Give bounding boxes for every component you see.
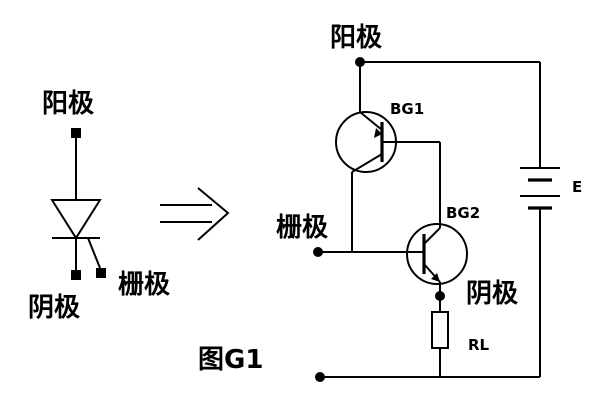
battery: [520, 167, 560, 210]
figure-caption: 图G1: [198, 345, 263, 375]
bg2-body: [406, 223, 468, 285]
symbol-cathode-terminal: [71, 270, 81, 280]
equivalence-arrow: [160, 187, 230, 241]
bg1-collector: [351, 153, 383, 173]
symbol-gate-terminal: [96, 268, 106, 278]
thyristor-symbol: 阳极 栅极 阴极: [28, 89, 171, 323]
bg2-emitter-arrow: [431, 273, 440, 282]
symbol-gate-label: 栅极: [118, 269, 171, 300]
circuit-cathode-label: 阴极: [466, 279, 519, 309]
diode-triangle: [50, 199, 102, 240]
bg1-label: BG1: [390, 100, 424, 118]
transistor-bg2: [406, 223, 468, 285]
resistor-label: RL: [468, 336, 490, 354]
symbol-anode-label: 阳极: [42, 89, 95, 119]
bg2-label: BG2: [446, 204, 480, 222]
battery-label: E: [572, 178, 582, 196]
bg2-collector: [423, 227, 441, 245]
resistor-rl: [431, 311, 449, 349]
bg1-emitter-arrow: [374, 128, 382, 138]
equivalent-circuit: 阳极 E BG1 栅极: [276, 23, 582, 382]
circuit-anode-label: 阳极: [330, 23, 383, 53]
arrow-head: [197, 187, 230, 241]
transistor-bg1: [335, 62, 440, 173]
symbol-anode-terminal: [71, 128, 81, 138]
symbol-gate-lead: [87, 237, 101, 269]
symbol-cathode-label: 阴极: [28, 293, 81, 323]
circuit-gate-label: 栅极: [276, 212, 329, 243]
bg1-emitter: [359, 111, 383, 131]
